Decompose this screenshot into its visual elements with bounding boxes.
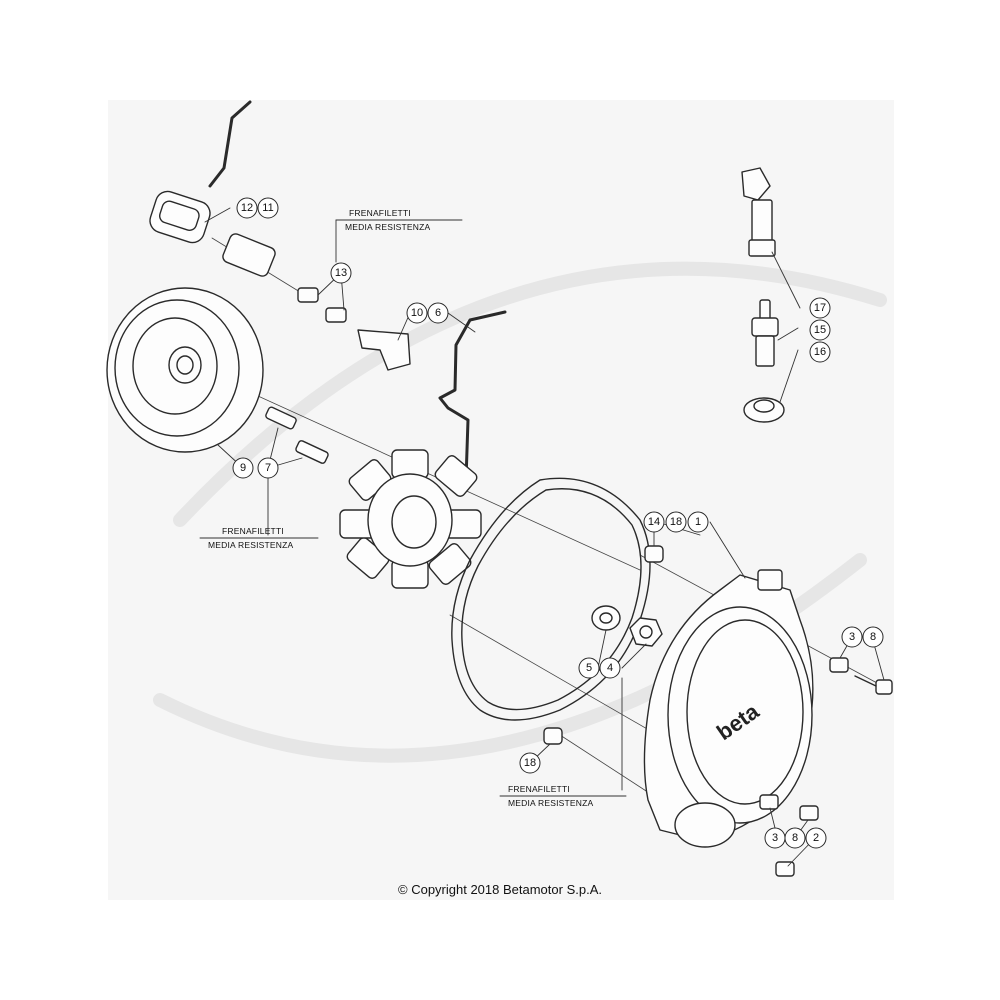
callout-9: 9	[240, 462, 246, 474]
callout-16: 16	[814, 346, 826, 358]
callout-8-right: 8	[870, 631, 876, 643]
cover-gasket	[451, 477, 651, 721]
spark-plug-cap	[741, 167, 776, 257]
callout-numbers: 12 11 13 10 6 9 7 14 18 1 5 4 3 8 3 8 2 …	[240, 202, 876, 844]
ignition-cover	[643, 569, 814, 848]
bracket-10	[357, 329, 411, 371]
nut-4	[629, 617, 663, 647]
callout-13: 13	[335, 267, 347, 279]
callout-14: 14	[648, 516, 660, 528]
callout-7: 7	[265, 462, 271, 474]
callout-15: 15	[814, 324, 826, 336]
note-top-line1: FRENAFILETTI	[349, 208, 411, 218]
stator-bolts	[265, 406, 329, 464]
note-left-line1: FRENAFILETTI	[222, 526, 284, 536]
callout-6: 6	[435, 307, 441, 319]
callout-5: 5	[586, 662, 592, 674]
callout-1: 1	[695, 516, 701, 528]
callout-10: 10	[411, 307, 423, 319]
note-top-line2: MEDIA RESISTENZA	[345, 222, 431, 232]
callout-8-bottom: 8	[792, 832, 798, 844]
threadlocker-notes: FRENAFILETTI MEDIA RESISTENZA FRENAFILET…	[208, 208, 594, 808]
stator	[339, 310, 507, 589]
cover-bolts-right	[829, 657, 893, 695]
flywheel	[106, 287, 264, 453]
note-bottom-line2: MEDIA RESISTENZA	[508, 798, 594, 808]
callout-3-bottom: 3	[772, 832, 778, 844]
callout-18-bottom: 18	[524, 757, 536, 769]
callout-12: 12	[241, 202, 253, 214]
cover-bolts-bottom	[759, 794, 819, 877]
bolts-13	[297, 287, 347, 323]
note-bottom-line1: FRENAFILETTI	[508, 784, 570, 794]
callout-11: 11	[262, 202, 273, 214]
callouts	[232, 197, 884, 849]
note-brackets	[199, 219, 627, 797]
pickup-sensor	[149, 100, 276, 277]
copyright-notice: © Copyright 2018 Betamotor S.p.A.	[398, 882, 602, 897]
callout-4: 4	[607, 662, 613, 674]
callout-18-top: 18	[670, 516, 682, 528]
note-left-line2: MEDIA RESISTENZA	[208, 540, 294, 550]
dowel-18	[543, 727, 563, 745]
callout-17: 17	[814, 302, 826, 314]
spark-plug	[751, 299, 779, 367]
callout-3-right: 3	[849, 631, 855, 643]
plug-seal	[743, 397, 785, 423]
dowel-14	[644, 545, 664, 563]
washer-5	[591, 605, 621, 631]
callout-2: 2	[813, 832, 819, 844]
